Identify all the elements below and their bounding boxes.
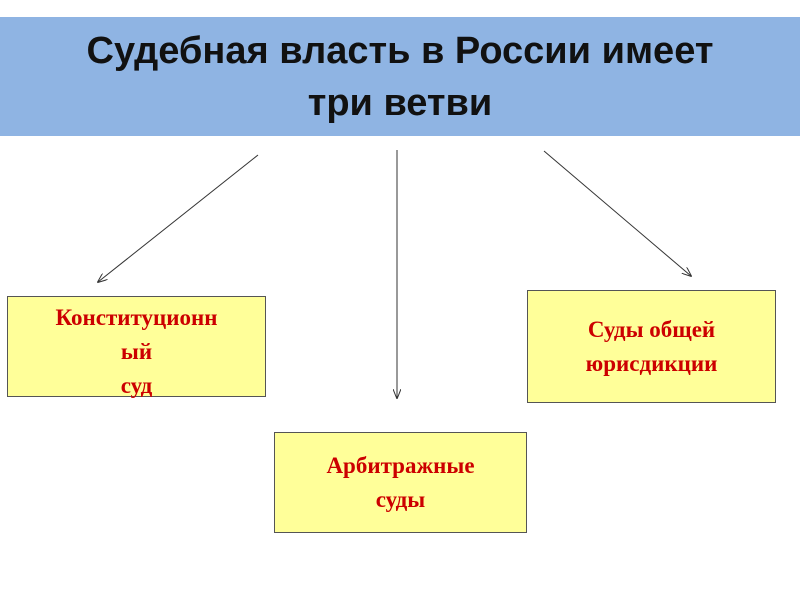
constitutional-court-line-1: Конституционн <box>55 305 218 330</box>
arbitration-courts-box: Арбитражные суды <box>274 432 527 533</box>
arbitration-courts-line-2: суды <box>375 486 426 512</box>
title-banner: Судебная власть в России имеет три ветви <box>0 17 800 136</box>
arbitration-courts-line-1: Арбитражные <box>326 452 475 478</box>
title-line-1: Судебная власть в России имеет <box>86 29 714 72</box>
constitutional-court-line-2: ый <box>120 339 153 364</box>
arrow-to-general-courts <box>543 150 691 276</box>
general-courts-line-1: Суды общей <box>587 316 716 342</box>
general-jurisdiction-courts-box: Суды общей юрисдикции <box>527 290 776 403</box>
title-line-2: три ветви <box>307 81 493 124</box>
constitutional-court-line-3: суд <box>120 373 153 398</box>
constitutional-court-box: Конституционн ый суд <box>7 296 266 398</box>
arrow-to-constitutional-court <box>98 154 259 282</box>
general-courts-line-2: юрисдикции <box>585 350 718 376</box>
slide-title: Судебная власть в России имеет три ветви <box>87 25 714 129</box>
